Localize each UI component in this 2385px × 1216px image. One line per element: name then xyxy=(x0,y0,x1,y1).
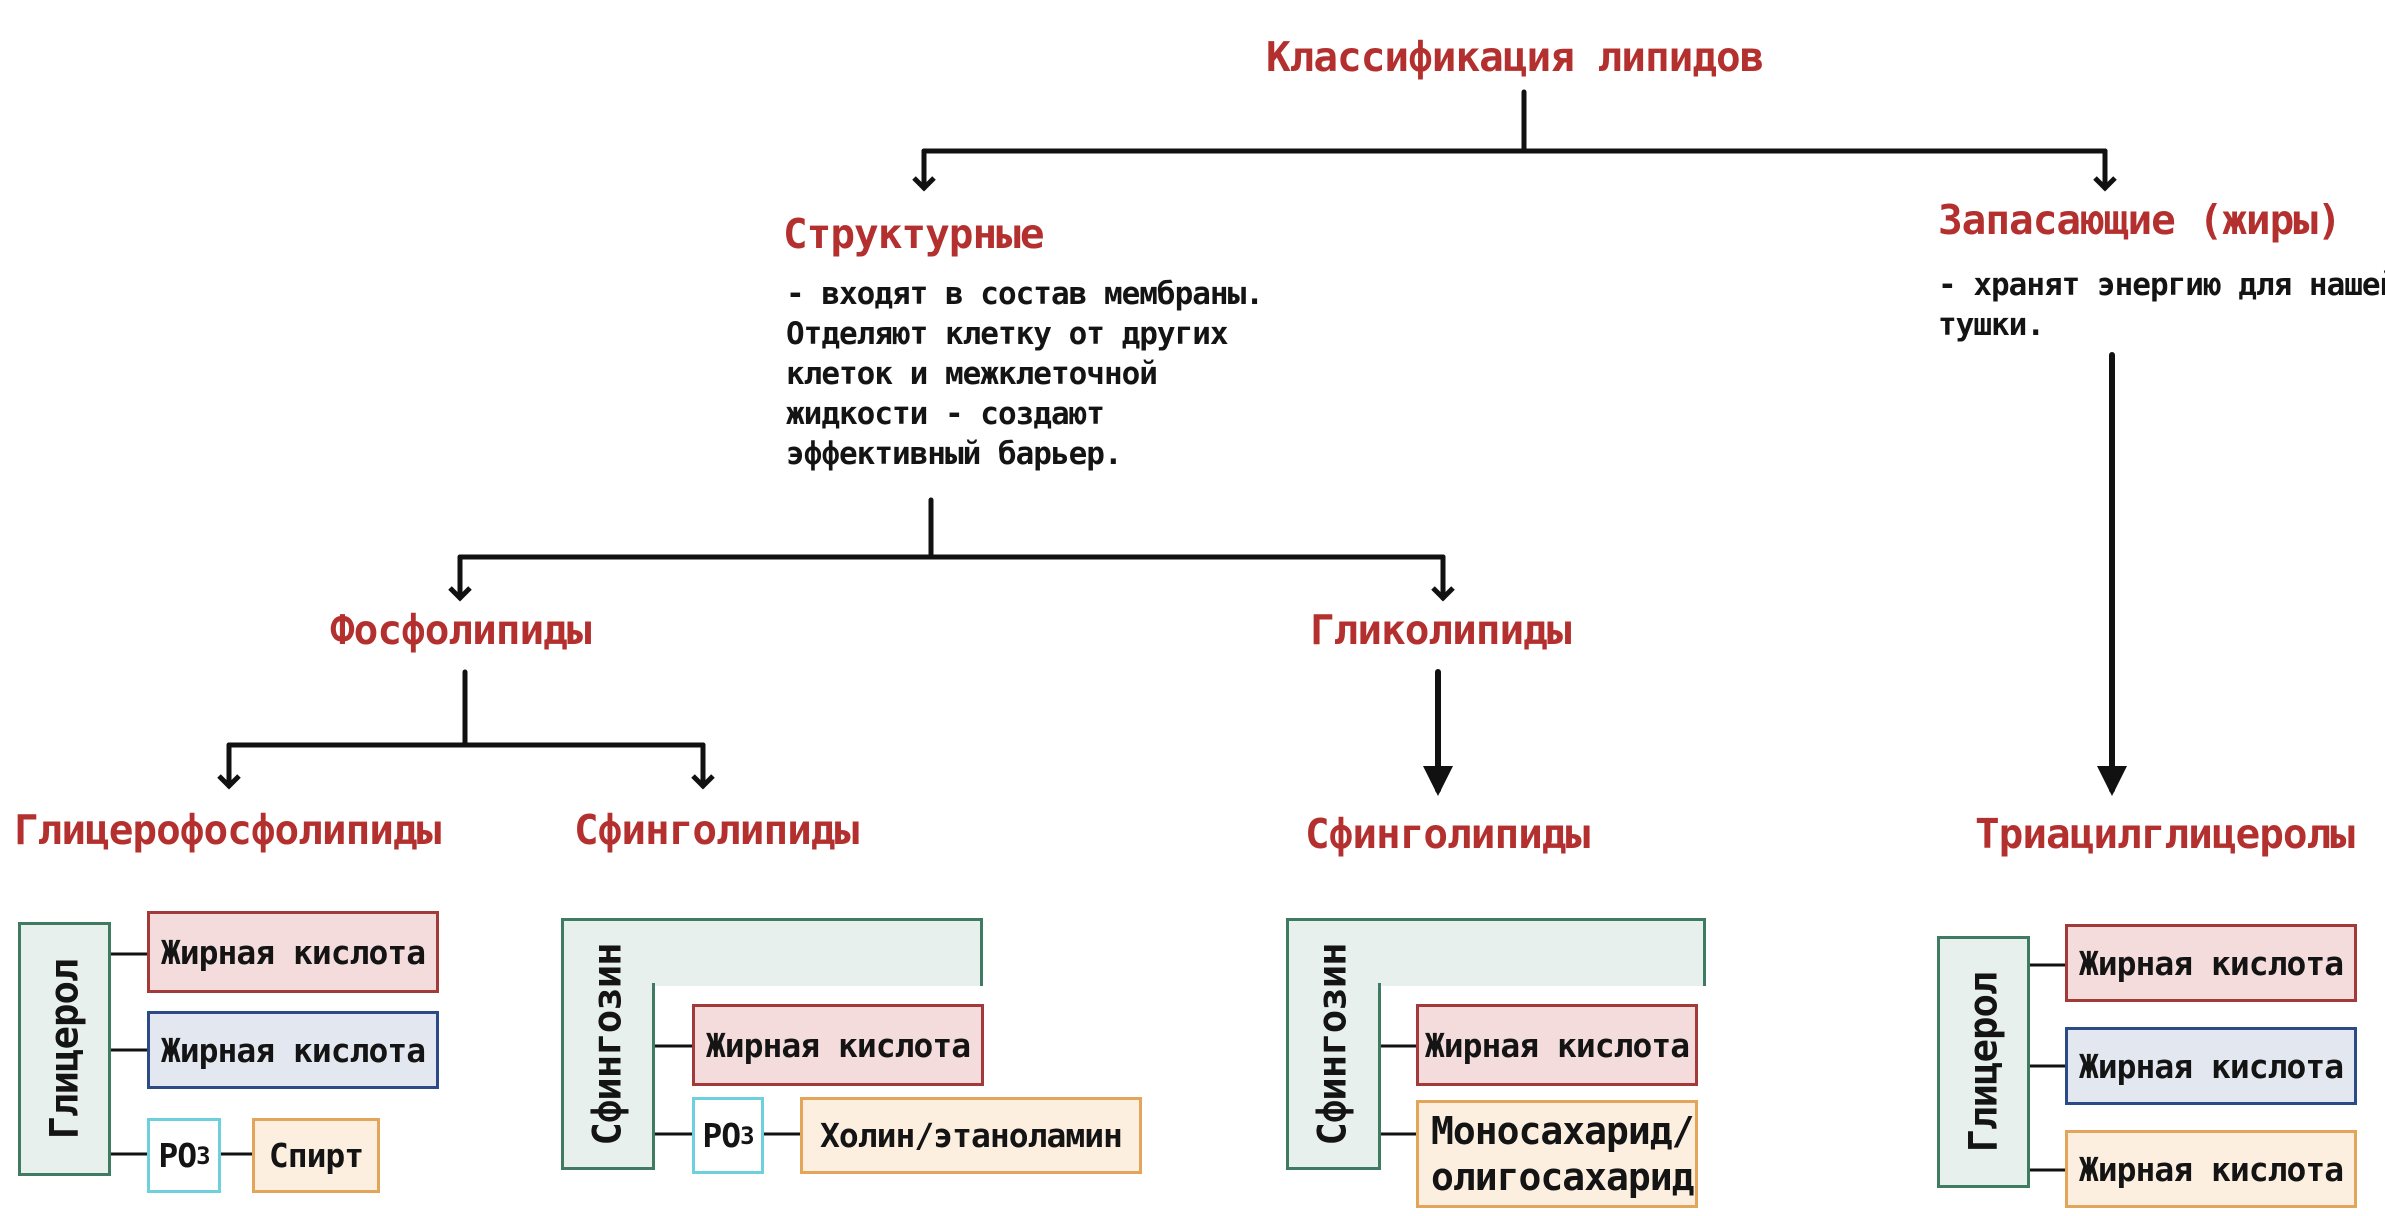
storage-description: - хранят энергию для нашей тушки. xyxy=(1938,267,2385,343)
sphingosine-label: Сфингозин xyxy=(1311,942,1357,1146)
glycerol-backbone: Глицерол xyxy=(1937,936,2030,1188)
fatty-acid-box: Жирная кислота xyxy=(147,911,439,993)
fatty-acid-box: Жирная кислота xyxy=(692,1004,984,1086)
glyco-sphingolipids-title: Сфинголипиды xyxy=(1305,810,1590,858)
sphingosine-backbone: Сфингозин xyxy=(1286,918,1381,1170)
glycerol-backbone: Глицерол xyxy=(18,922,111,1176)
alcohol-box: Спирт xyxy=(252,1118,380,1193)
fatty-acid-box: Жирная кислота xyxy=(147,1011,439,1089)
storage-title: Запасающие (жиры) xyxy=(1938,196,2342,244)
glycerol-label: Глицерол xyxy=(42,959,87,1139)
structural-title: Структурные xyxy=(783,210,1045,258)
choline-box: Холин/этаноламин xyxy=(800,1097,1142,1174)
glycerophospholipids-title: Глицерофосфолипиды xyxy=(14,806,441,854)
phosphate-label: PO xyxy=(158,1136,197,1175)
fatty-acid-box: Жирная кислота xyxy=(2065,1130,2357,1208)
glycerol-label: Глицерол xyxy=(1961,972,2006,1152)
sphingolipids-title: Сфинголипиды xyxy=(574,806,859,854)
sphingosine-backbone: Сфингозин xyxy=(561,918,655,1170)
phosphate-subscript: 3 xyxy=(740,1121,754,1150)
fatty-acid-box: Жирная кислота xyxy=(2065,1027,2357,1105)
sphingosine-joint xyxy=(1378,921,1396,983)
phosphate-label: PO xyxy=(702,1116,741,1155)
fatty-acid-box: Жирная кислота xyxy=(2065,924,2357,1002)
saccharide-line-2: олигосахарид xyxy=(1431,1155,1695,1199)
fatty-acid-box: Жирная кислота xyxy=(1416,1004,1698,1086)
saccharide-line-1: Моносахарид/ xyxy=(1431,1109,1695,1153)
sphingosine-joint xyxy=(652,921,670,983)
diagram-title: Классификация липидов xyxy=(1266,33,1764,81)
structural-description: - входят в состав мембраны. Отделяют кле… xyxy=(786,276,1264,472)
phosphate-subscript: 3 xyxy=(196,1141,210,1170)
sphingosine-label: Сфингозин xyxy=(585,942,631,1146)
triacylglycerols-title: Триацилглицеролы xyxy=(1975,810,2355,858)
phospholipids-title: Фосфолипиды xyxy=(330,606,592,654)
saccharide-box: Моносахарид/ олигосахарид xyxy=(1416,1100,1698,1208)
glycolipids-title: Гликолипиды xyxy=(1310,606,1572,654)
